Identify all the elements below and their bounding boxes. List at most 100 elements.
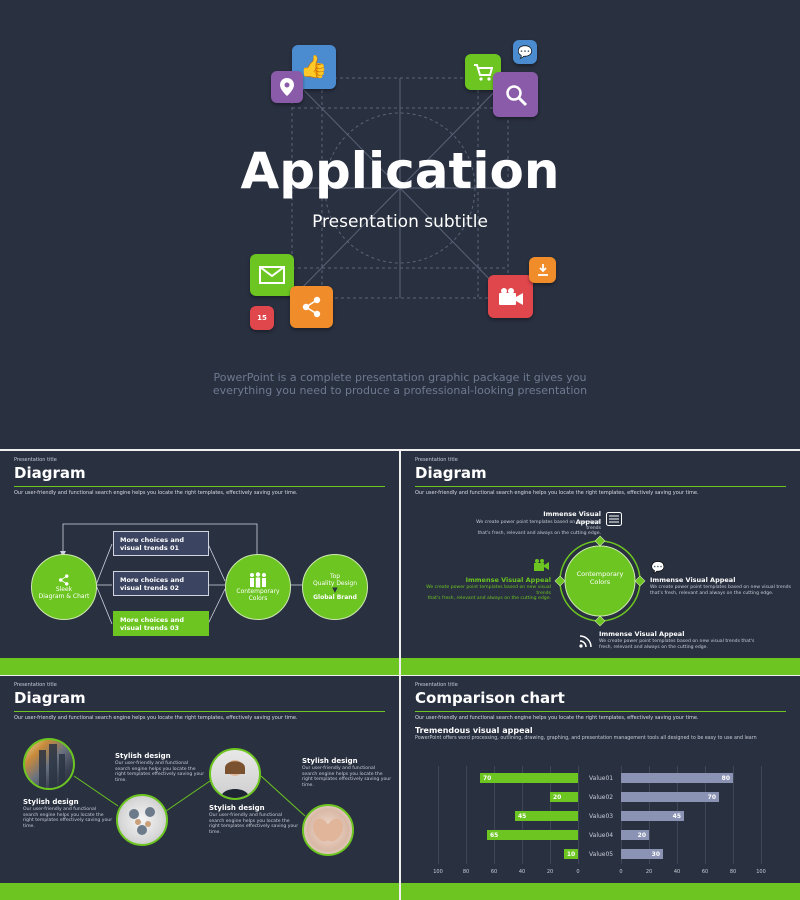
location-pin-icon xyxy=(271,71,303,103)
item-text-line: right templates effectively saving your xyxy=(115,772,205,778)
circle-label: Diagram & Chart xyxy=(38,593,90,600)
circle-label: Sleek xyxy=(55,586,73,593)
category-label: Value04 xyxy=(589,832,614,839)
item-heading: Stylish design xyxy=(209,804,265,812)
calendar-icon: 15 xyxy=(250,306,274,330)
presentation-title: Presentation title xyxy=(415,457,458,463)
center-circle-label: Contemporary Colors xyxy=(565,570,635,586)
item-text-line: right templates effectively saving your xyxy=(302,777,392,783)
circle-label: Colors xyxy=(248,595,268,602)
choice-box-03[interactable]: More choices and visual trends 03 xyxy=(113,611,209,636)
item-text-line: that's fresh, relevant and always on the… xyxy=(477,531,601,537)
item-heading: Immense Visual Appeal xyxy=(650,576,736,584)
circle-label: Contemporary xyxy=(236,588,280,595)
axis-tick-label: 0 xyxy=(576,869,580,875)
axis-tick-label: 40 xyxy=(673,869,681,875)
item-heading: Stylish design xyxy=(302,757,358,765)
choice-label: visual trends 02 xyxy=(120,583,180,592)
choice-label: More choices and xyxy=(120,575,185,584)
item-text-line: that's fresh, relevant and always on the… xyxy=(650,590,774,596)
contemporary-colors-circle[interactable]: Contemporary Colors xyxy=(225,554,291,620)
bar-left: 65 xyxy=(487,830,578,840)
item-text-line: Our user-friendly and functional xyxy=(115,761,189,766)
bar-right: 45 xyxy=(621,811,684,821)
video-camera-icon xyxy=(488,275,533,318)
sliders-icon xyxy=(606,512,622,526)
share-icon xyxy=(290,286,333,328)
hero-description-line: everything you need to produce a profess… xyxy=(212,384,588,397)
axis-tick-label: 80 xyxy=(729,869,737,875)
bar-right: 80 xyxy=(621,773,733,783)
title-underline xyxy=(415,486,786,487)
hero-subtitle: Presentation subtitle xyxy=(312,212,488,232)
item-text-line: Our user-friendly and functional xyxy=(209,813,283,818)
slide-title: Diagram xyxy=(14,464,86,482)
item-heading: Immense Visual Appeal xyxy=(599,630,685,638)
item-text-line: search engine helps you locate the xyxy=(23,812,104,818)
down-triangle-icon: ▼ xyxy=(332,586,338,594)
title-underline xyxy=(415,711,786,712)
item-text-line: Our user-friendly and functional xyxy=(302,766,376,771)
hero-description: PowerPoint is a complete presentation gr… xyxy=(0,371,800,397)
team-meeting-photo xyxy=(116,794,168,846)
chart-heading: Tremendous visual appeal xyxy=(415,726,533,735)
title-slide[interactable]: 👍 💬 15 Application Presentation subtitle… xyxy=(0,0,800,449)
choice-box-01[interactable]: More choices and visual trends 01 xyxy=(113,531,209,556)
choice-label: visual trends 03 xyxy=(120,623,180,632)
item-text-line: time. xyxy=(209,829,221,835)
item-text: Our user-friendly and functional search … xyxy=(302,766,397,788)
item-text: Our user-friendly and functional search … xyxy=(23,807,118,829)
people-icon xyxy=(250,572,266,588)
footer-bar xyxy=(0,658,399,675)
diagram-slide-flow[interactable]: Presentation title Diagram Our user-frie… xyxy=(0,451,399,675)
diagram-slide-photos[interactable]: Presentation title Diagram Our user-frie… xyxy=(0,676,399,900)
item-heading: Immense Visual Appeal xyxy=(543,510,601,526)
center-label-line: Colors xyxy=(589,578,611,586)
category-label: Value01 xyxy=(589,775,614,782)
slide-title: Diagram xyxy=(14,689,86,707)
axis-tick-label: 100 xyxy=(433,869,443,875)
axis-tick-label: 60 xyxy=(701,869,709,875)
axis-tick-label: 20 xyxy=(546,869,554,875)
presentation-title: Presentation title xyxy=(14,457,57,463)
bar-right: 70 xyxy=(621,792,719,802)
diagram-slide-radial[interactable]: Presentation title Diagram Our user-frie… xyxy=(401,451,800,675)
footer-bar xyxy=(401,883,800,900)
slide-title: Comparison chart xyxy=(415,689,565,707)
city-buildings-photo xyxy=(23,738,75,790)
gridline xyxy=(578,766,579,864)
presentation-title: Presentation title xyxy=(14,682,57,688)
global-brand-circle[interactable]: Top Quality Design ▼ Global Brand xyxy=(302,554,368,620)
item-text-line: time. xyxy=(23,823,35,829)
circle-label-bold: Global Brand xyxy=(313,594,357,601)
item-text-line: fresh, relevant and always on the cuttin… xyxy=(599,644,708,650)
chat-bubble-icon: 💬 xyxy=(651,561,665,574)
slide-description: Our user-friendly and functional search … xyxy=(14,715,298,721)
bar-left: 20 xyxy=(550,792,578,802)
circle-label: Quality Design xyxy=(312,580,358,587)
axis-tick-label: 0 xyxy=(619,869,623,875)
flow-connectors xyxy=(60,523,302,625)
item-text-line: time. xyxy=(302,782,314,788)
sleek-diagram-circle[interactable]: Sleek Diagram & Chart xyxy=(31,554,97,620)
title-underline xyxy=(14,486,385,487)
category-label: Value02 xyxy=(589,794,614,801)
item-text-line: that's fresh, relevant and always on the… xyxy=(427,596,551,602)
comparison-chart-slide[interactable]: Presentation title Comparison chart Our … xyxy=(401,676,800,900)
item-heading: Stylish design xyxy=(23,798,79,806)
choice-label: More choices and xyxy=(120,535,185,544)
choice-label: visual trends 01 xyxy=(120,543,180,552)
download-icon xyxy=(529,257,556,283)
item-text-line: search engine helps you locate the xyxy=(209,818,290,824)
choice-box-02[interactable]: More choices and visual trends 02 xyxy=(113,571,209,596)
bar-left: 45 xyxy=(515,811,578,821)
title-underline xyxy=(14,711,385,712)
center-label-line: Contemporary xyxy=(576,570,624,578)
item-text: Our user-friendly and functional search … xyxy=(209,813,304,835)
item-text-line: search engine helps you locate the xyxy=(115,766,196,772)
chat-icon: 💬 xyxy=(513,40,537,64)
share-icon xyxy=(58,574,69,586)
slide-description: Our user-friendly and functional search … xyxy=(415,715,699,721)
hero-title: Application xyxy=(240,142,560,200)
item-text-line: right templates effectively saving your xyxy=(23,818,113,824)
